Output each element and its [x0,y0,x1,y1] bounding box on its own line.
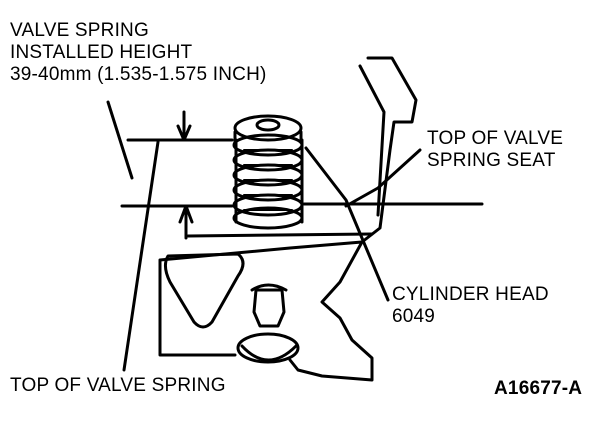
cylinder-head-wall-inner [358,64,386,217]
spring-seat-label-line1: TOP OF VALVE [427,128,564,149]
valve-stem-base [236,332,300,364]
installed-height-leader [106,100,134,180]
spring-seat-label: TOP OF VALVE SPRING SEAT [427,128,563,172]
cylinder-head-leader [304,146,390,302]
spring-shading [243,149,293,211]
spring-seat-label-line2: SPRING SEAT [427,150,556,171]
cylinder-head-label: CYLINDER HEAD 6049 [392,284,549,328]
top-of-spring-label: TOP OF VALVE SPRING [10,375,226,396]
cylinder-head-wall [360,56,418,244]
spring-retainer [233,114,303,142]
port-cavity [163,252,245,329]
cylinder-head-label-line1: CYLINDER HEAD [392,284,549,305]
valve-guide-boss [252,288,286,328]
valve-keeper [255,118,281,132]
installed-height-label-line2: INSTALLED HEIGHT [10,42,193,63]
installed-height-label-line3: 39-40mm (1.535-1.575 INCH) [10,64,267,85]
top-of-spring-leader [122,140,160,372]
cylinder-head-casting [158,240,374,382]
spring-seat-leader [344,148,422,208]
figure-id-label: A16677-A [494,378,583,399]
installed-height-label-line1: VALVE SPRING [10,20,149,41]
spring-seat-line [120,202,484,208]
cylinder-head-label-line2: 6049 [392,306,436,327]
spring-base-line [186,232,374,238]
valve-spring [232,114,304,230]
valve-guide-top [250,283,288,292]
installed-height-label: VALVE SPRING INSTALLED HEIGHT 39-40mm (1… [10,20,267,86]
